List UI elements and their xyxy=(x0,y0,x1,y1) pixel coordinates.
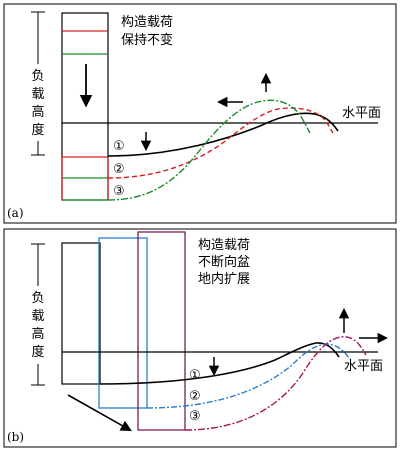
panel-b-load-block-2 xyxy=(98,237,148,409)
panel-a-annotation-line-1: 构造载荷 xyxy=(121,15,173,30)
panel-a-load-height-char-4: 度 xyxy=(31,122,44,138)
panel-b-stage-2-profile xyxy=(146,343,351,409)
panel-a-stage-marker-1: ① xyxy=(113,139,125,154)
panel-a-load-height-char-3: 高 xyxy=(31,104,44,120)
panel-a-stage-2-profile xyxy=(107,107,334,179)
panel-b-stage-marker-1: ① xyxy=(189,368,201,383)
panel-b-annotation-line-3: 地内扩展 xyxy=(198,271,250,287)
panel-b-load-propagation-arrow xyxy=(67,394,132,432)
panel-b-annotation-line-2: 不断向盆 xyxy=(198,254,250,270)
panel-b-load-block-3 xyxy=(137,231,186,431)
panel-a: 负 载 高 度 水平面 ① ② ③ xyxy=(3,3,397,224)
panel-b-tag: (b) xyxy=(7,430,24,444)
panel-a-stage-marker-3: ③ xyxy=(113,184,125,199)
panel-a-load-block xyxy=(61,12,109,201)
panel-b-load-height-char-2: 载 xyxy=(31,309,44,324)
panel-a-annotation-line-2: 保持不变 xyxy=(121,32,173,48)
panel-a-stage-3-profile xyxy=(107,99,311,201)
panel-a-stage-1-profile xyxy=(107,112,339,157)
panel-b-load-height-char-1: 负 xyxy=(31,291,44,306)
panel-b-stage-1-profile xyxy=(99,342,340,385)
panel-b-load-height-char-3: 高 xyxy=(31,326,44,342)
panel-b-load-height-scale: 负 载 高 度 xyxy=(30,243,46,386)
panel-a-load-height-char-1: 负 xyxy=(31,69,44,84)
panel-a-frame xyxy=(3,3,397,224)
panel-a-load-height-scale: 负 载 高 度 xyxy=(30,11,46,156)
panel-b-stage-3-profile xyxy=(184,336,367,431)
panel-b-annotation-line-1: 构造载荷 xyxy=(198,238,250,253)
panel-b-sea-level-label: 水平面 xyxy=(344,359,383,374)
panel-b-frame xyxy=(3,228,397,448)
panel-b-load-height-char-4: 度 xyxy=(31,344,44,360)
panel-b: 负 载 高 度 水平面 ① ② ③ 构造载荷 不断向盆 地内扩展 (b) xyxy=(3,228,397,448)
panel-a-tag: (a) xyxy=(7,206,24,220)
panel-a-load-height-char-2: 载 xyxy=(31,87,44,102)
panel-a-stage-marker-2: ② xyxy=(113,162,125,177)
panel-b-stage-marker-3: ③ xyxy=(189,409,201,424)
panel-b-load-block-1 xyxy=(61,242,101,385)
panel-a-sea-level-label: 水平面 xyxy=(342,106,381,121)
panel-b-stage-marker-2: ② xyxy=(189,389,201,404)
